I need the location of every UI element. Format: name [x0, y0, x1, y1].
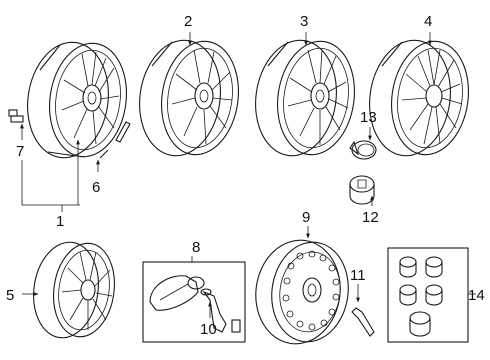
callout-4: 4: [424, 13, 432, 30]
wheel-4: [369, 39, 470, 157]
callout-11: 11: [350, 267, 366, 284]
callout-1: 1: [56, 213, 64, 230]
lock-bolt-part-11: [351, 307, 375, 337]
valve-stem-part-7: [8, 109, 24, 123]
tpms-sensor-box: [142, 261, 246, 343]
callout-6: 6: [92, 179, 100, 196]
balance-weight-part-6: [99, 121, 131, 159]
wheel-1: [27, 41, 128, 159]
callout-13: 13: [360, 109, 377, 126]
callout-7: 7: [16, 143, 24, 160]
callout-14: 14: [468, 287, 485, 304]
wheel-5: [33, 241, 115, 339]
callout-8: 8: [192, 239, 200, 256]
callout-10: 10: [200, 321, 217, 338]
callout-9: 9: [302, 209, 310, 226]
leader-lines: [20, 32, 476, 318]
lug-nut-kit-box: [387, 247, 469, 343]
wheel-3: [255, 39, 356, 157]
wheel-2: [139, 39, 240, 157]
callout-12: 12: [362, 209, 379, 226]
center-cap-part-13: [349, 140, 377, 160]
callout-3: 3: [300, 13, 308, 30]
lug-nut-part-12: [349, 175, 375, 205]
spare-wheel-part-9: [255, 239, 349, 345]
callout-5: 5: [6, 287, 14, 304]
callout-labels: 1 2 3 4 5 6 7 8 9 10 11 12 13 14: [6, 13, 485, 338]
callout-2: 2: [184, 13, 192, 30]
